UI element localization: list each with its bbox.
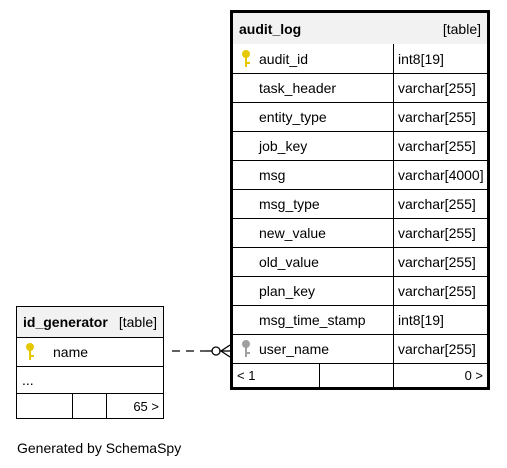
column-name: job_key <box>259 138 308 154</box>
column-row[interactable]: plan_key varchar[255] <box>233 276 487 305</box>
column-type: varchar[4000] <box>393 161 487 189</box>
column-name-cell: msg_time_stamp <box>233 306 393 334</box>
footer-cell-middle <box>72 394 106 418</box>
column-name-cell: msg <box>233 161 393 189</box>
key-icon <box>242 49 250 67</box>
id-generator-footer: 65 > <box>17 393 163 418</box>
column-name-cell: new_value <box>233 219 393 247</box>
id-generator-more-row: ... <box>17 366 163 393</box>
footer-spacer <box>319 364 393 387</box>
id-generator-table[interactable]: id_generator [table] name ... 65 > <box>16 306 164 419</box>
column-name: new_value <box>259 225 326 241</box>
id-generator-header: id_generator [table] <box>17 307 163 337</box>
column-name: msg_type <box>259 196 320 212</box>
key-icon <box>26 343 34 360</box>
column-name-cell: msg_type <box>233 190 393 218</box>
column-type: varchar[255] <box>393 248 487 276</box>
column-row[interactable]: new_value varchar[255] <box>233 218 487 247</box>
children-count[interactable]: 0 > <box>393 364 487 387</box>
column-name-cell: job_key <box>233 132 393 160</box>
column-row[interactable]: msg_time_stamp int8[19] <box>233 305 487 334</box>
footer-cell-left <box>17 394 72 418</box>
column-row[interactable]: user_name varchar[255] <box>233 334 487 363</box>
id-generator-row-name[interactable]: name <box>17 337 163 366</box>
column-type: int8[19] <box>393 44 487 73</box>
column-type: varchar[255] <box>393 190 487 218</box>
column-name-cell: task_header <box>233 74 393 102</box>
column-name: task_header <box>259 80 337 96</box>
audit-log-footer: < 1 0 > <box>233 363 487 387</box>
column-name-cell: user_name <box>233 335 393 363</box>
crow-foot-icon <box>220 344 231 352</box>
column-name: msg_time_stamp <box>259 312 366 328</box>
column-row[interactable]: msg varchar[4000] <box>233 160 487 189</box>
column-name: entity_type <box>259 109 327 125</box>
column-type: varchar[255] <box>393 74 487 102</box>
ellipsis-text: ... <box>22 372 34 388</box>
column-name: plan_key <box>259 283 316 299</box>
column-row[interactable]: msg_type varchar[255] <box>233 189 487 218</box>
column-name: msg <box>259 167 286 183</box>
column-type: varchar[255] <box>393 132 487 160</box>
column-name: audit_id <box>259 50 309 67</box>
column-name: name <box>53 344 89 360</box>
foreign-key-icon <box>242 340 250 357</box>
column-name: user_name <box>259 341 330 357</box>
audit-log-header: audit_log [table] <box>233 13 487 44</box>
column-name-cell: old_value <box>233 248 393 276</box>
audit-log-kind: [table] <box>442 20 481 37</box>
column-row[interactable]: task_header varchar[255] <box>233 73 487 102</box>
column-row[interactable]: old_value varchar[255] <box>233 247 487 276</box>
id-generator-kind: [table] <box>118 314 157 330</box>
column-type: varchar[255] <box>393 335 487 363</box>
column-row[interactable]: job_key varchar[255] <box>233 131 487 160</box>
column-type: varchar[255] <box>393 103 487 131</box>
column-name-cell: audit_id <box>233 44 393 73</box>
generated-by-text: Generated by SchemaSpy <box>17 440 182 456</box>
zero-cardinality-icon <box>211 346 221 356</box>
audit-log-title: audit_log <box>239 20 302 37</box>
row-count[interactable]: 65 > <box>106 394 163 418</box>
column-type: varchar[255] <box>393 277 487 305</box>
column-type: int8[19] <box>393 306 487 334</box>
column-row[interactable]: audit_id int8[19] <box>233 44 487 73</box>
column-type: varchar[255] <box>393 219 487 247</box>
column-name-cell: plan_key <box>233 277 393 305</box>
column-row[interactable]: entity_type varchar[255] <box>233 102 487 131</box>
column-name-cell: entity_type <box>233 103 393 131</box>
column-name: old_value <box>259 254 319 270</box>
parents-count[interactable]: < 1 <box>237 368 256 383</box>
id-generator-title: id_generator <box>23 314 108 330</box>
